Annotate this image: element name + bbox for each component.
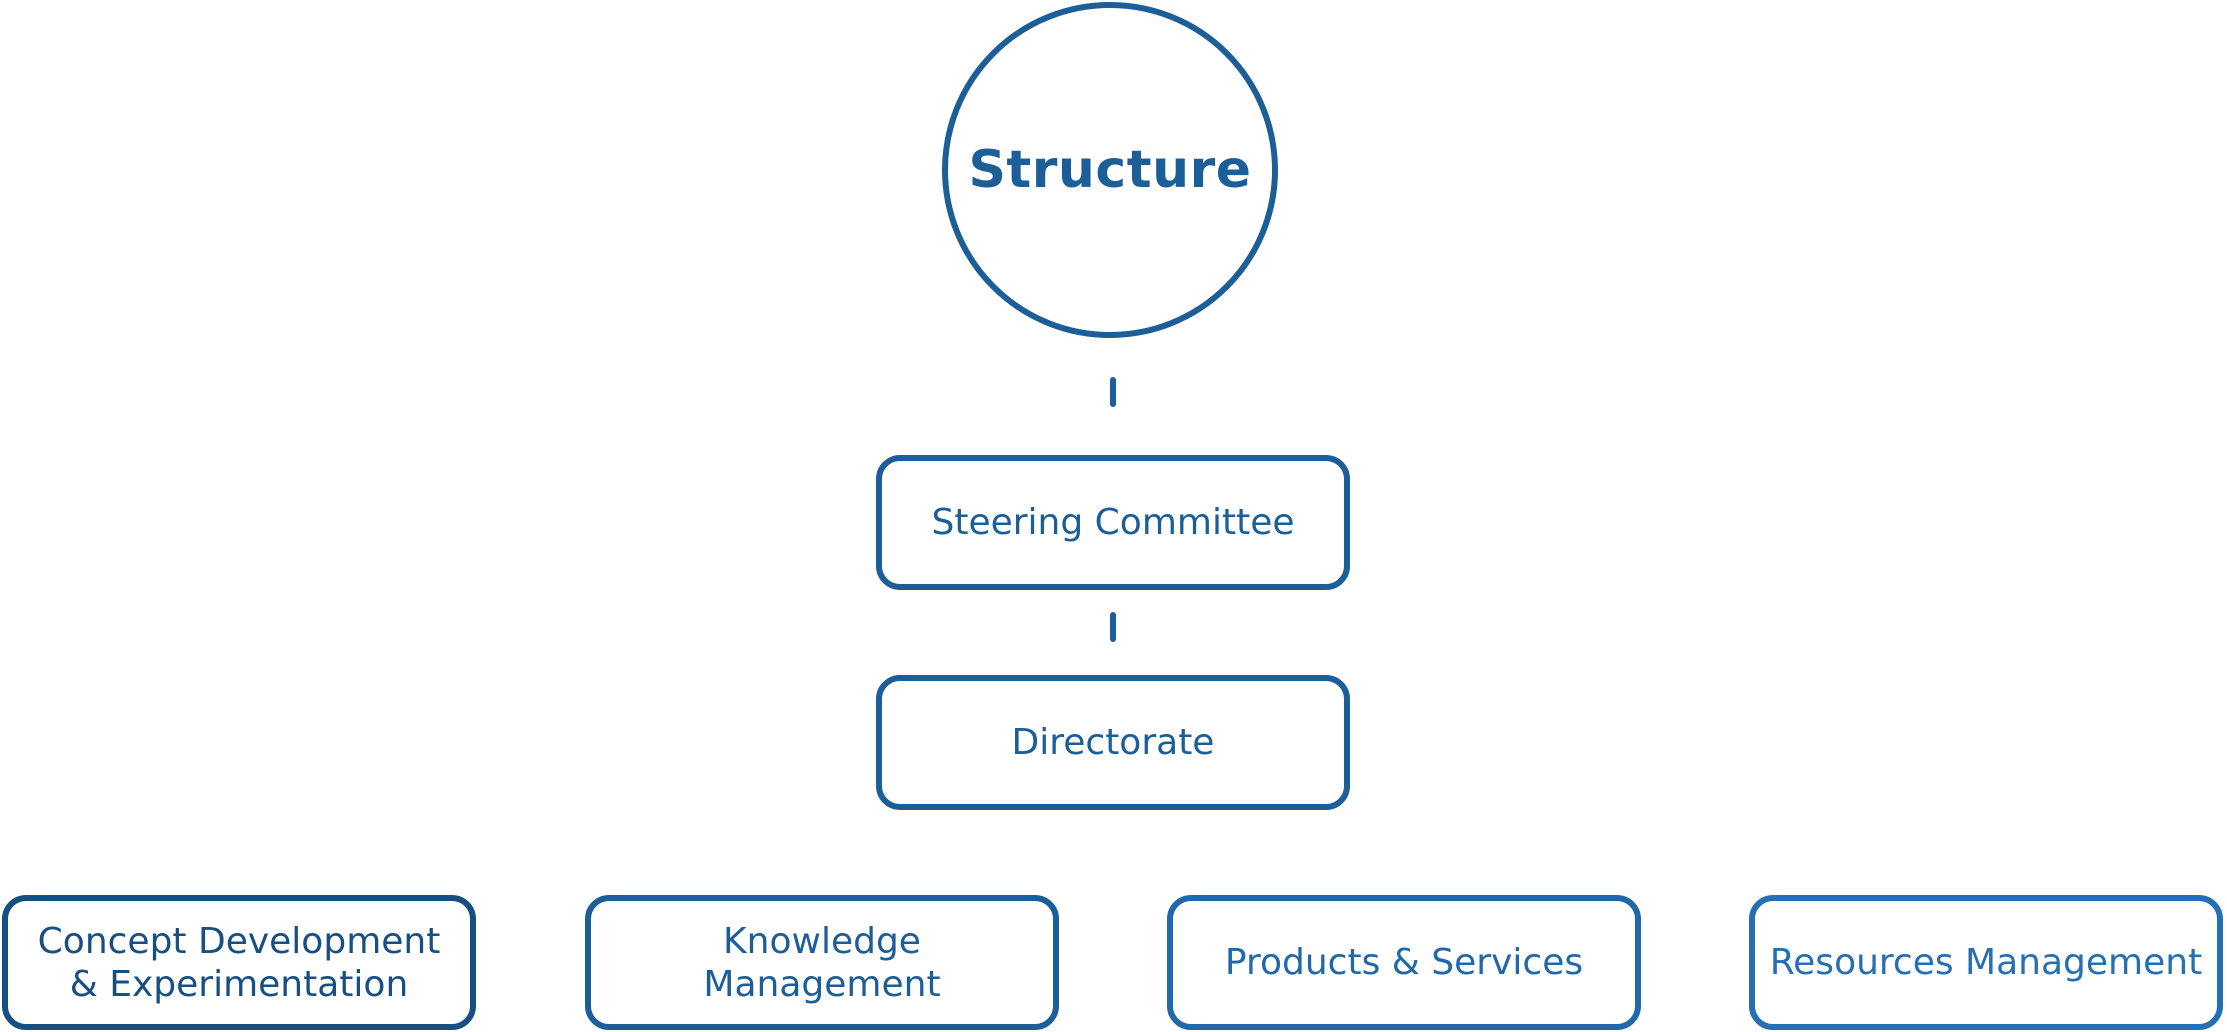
unit-box-concept-development: Concept Development & Experimentation (2, 895, 476, 1030)
unit-label: Knowledge Management (703, 920, 941, 1005)
structure-circle: Structure (942, 2, 1278, 338)
directorate-box: Directorate (876, 675, 1350, 810)
connector-steering-directorate (1110, 612, 1116, 642)
unit-box-products-services: Products & Services (1167, 895, 1641, 1030)
unit-box-resources-management: Resources Management (1749, 895, 2223, 1030)
directorate-label: Directorate (1011, 722, 1215, 763)
unit-box-knowledge-management: Knowledge Management (585, 895, 1059, 1030)
connector-title-steering (1110, 377, 1116, 407)
diagram-title: Structure (968, 140, 1252, 200)
unit-label: Concept Development & Experimentation (37, 920, 441, 1005)
steering-committee-label: Steering Committee (931, 502, 1295, 543)
unit-label: Resources Management (1769, 942, 2203, 983)
steering-committee-box: Steering Committee (876, 455, 1350, 590)
unit-label: Products & Services (1224, 942, 1584, 983)
